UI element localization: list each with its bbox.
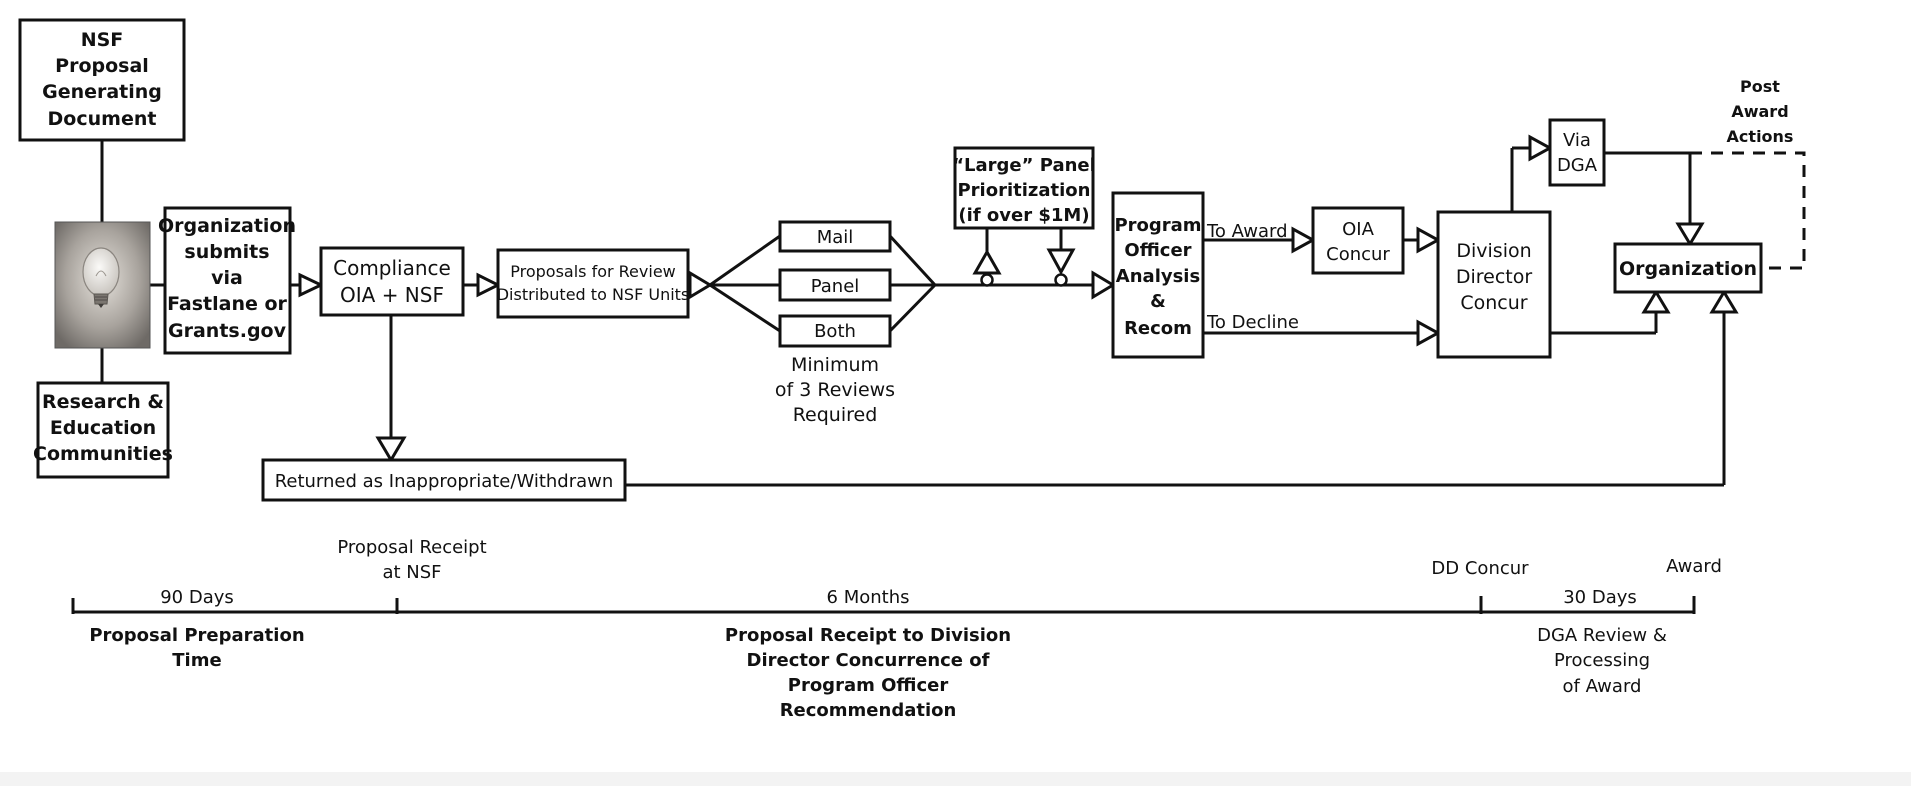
nsf-doc-line-2: Proposal — [55, 55, 149, 77]
arrow-up-into-organization-right — [1709, 289, 1739, 314]
research-line-3: Communities — [33, 443, 173, 465]
research-line-1: Research & — [42, 391, 164, 413]
dga-review-line-2: Processing — [1554, 650, 1650, 671]
dga-review-line-3: of Award — [1563, 676, 1642, 697]
post-award-line-1: Post — [1740, 77, 1780, 96]
to-award-label: To Award — [1206, 221, 1288, 242]
org-submits-line-3: via — [211, 267, 243, 289]
prep-time-line-2: Time — [172, 650, 221, 671]
dd-concur-label: DD Concur — [1431, 558, 1529, 579]
review-mail-node: Mail — [778, 220, 892, 253]
organization-label: Organization — [1619, 258, 1757, 280]
returned-withdrawn-node: Returned as Inappropriate/Withdrawn — [261, 458, 627, 502]
program-officer-line-1: Program — [1114, 215, 1201, 236]
junction-circle-1 — [980, 273, 994, 287]
arrow-into-distributed — [476, 272, 502, 298]
large-panel-line-3: (if over $1M) — [958, 205, 1089, 226]
proposals-distributed-node: Proposals for Review Distributed to NSF … — [496, 248, 690, 319]
arrow-into-program-officer — [1091, 270, 1116, 300]
arrowheads — [298, 134, 1739, 463]
dga-review-line-1: DGA Review & — [1537, 625, 1667, 646]
distributed-line-1: Proposals for Review — [510, 262, 676, 281]
org-submits-line-4: Fastlane or — [167, 293, 287, 315]
large-panel-line-2: Prioritization — [957, 180, 1090, 201]
arrow-down-into-organization — [1675, 222, 1705, 247]
duration-90-days: 90 Days — [160, 587, 234, 608]
org-submits-line-1: Organization — [158, 215, 296, 237]
post-award-actions-label: Post Award Actions — [1727, 77, 1794, 146]
program-officer-line-2: Officer — [1124, 240, 1191, 261]
arrow-into-via-dga — [1528, 134, 1554, 162]
review-both-node: Both — [778, 314, 892, 348]
research-education-communities-node: Research & Education Communities — [33, 381, 173, 479]
compliance-node: Compliance OIA + NSF — [319, 246, 465, 317]
arrow-into-returned — [375, 436, 407, 463]
mail-label: Mail — [817, 227, 854, 248]
min-reviews-line-3: Required — [793, 404, 878, 426]
arrow-up-into-organization-left — [1641, 289, 1671, 314]
via-dga-line-1: Via — [1563, 130, 1591, 151]
min-reviews-line-1: Minimum — [791, 354, 879, 376]
arrow-into-oia-concur — [1291, 226, 1317, 254]
bottom-page-band — [0, 772, 1911, 786]
division-director-line-2: Director — [1456, 266, 1533, 288]
receipt-to-dd-line-3: Program Officer — [788, 675, 949, 696]
organization-node: Organization — [1613, 242, 1763, 294]
arrow-into-compliance — [298, 272, 325, 298]
via-dga-node: Via DGA — [1548, 118, 1606, 187]
award-label: Award — [1666, 556, 1722, 577]
post-award-line-3: Actions — [1727, 127, 1794, 146]
via-dga-line-2: DGA — [1557, 155, 1598, 176]
nsf-doc-line-1: NSF — [81, 29, 124, 51]
nsf-doc-line-4: Document — [48, 108, 157, 130]
nsf-doc-line-3: Generating — [42, 81, 162, 103]
proposal-receipt-line-1: Proposal Receipt — [337, 537, 486, 558]
distributed-line-2: Distributed to NSF Units — [497, 285, 690, 304]
receipt-to-dd-line-4: Recommendation — [780, 700, 957, 721]
receipt-to-dd-line-2: Director Concurrence of — [747, 650, 990, 671]
duration-6-months: 6 Months — [827, 587, 910, 608]
post-award-line-2: Award — [1731, 102, 1788, 121]
division-director-concur-node: Division Director Concur — [1436, 210, 1552, 359]
down-triangle-large-panel — [1046, 248, 1076, 276]
arrow-decline-into-division — [1416, 319, 1442, 347]
oia-concur-node: OIA Concur — [1311, 206, 1405, 275]
minimum-reviews-note: Minimum of 3 Reviews Required — [775, 354, 895, 426]
compliance-line-2: OIA + NSF — [340, 283, 444, 307]
prep-time-line-1: Proposal Preparation — [89, 625, 304, 646]
proposal-receipt-line-2: at NSF — [382, 562, 441, 583]
nsf-proposal-document-node: NSF Proposal Generating Document — [18, 18, 186, 142]
split-triangle — [688, 270, 713, 300]
division-director-line-1: Division — [1456, 240, 1531, 262]
org-submits-line-2: submits — [184, 241, 269, 263]
min-reviews-line-2: of 3 Reviews — [775, 379, 895, 401]
panel-label: Panel — [811, 276, 860, 297]
timeline: Proposal Receipt at NSF DD Concur Award … — [71, 537, 1722, 721]
oia-concur-line-2: Concur — [1326, 244, 1390, 265]
large-panel-line-1: “Large” Panel — [952, 155, 1096, 176]
up-triangle-large-panel — [972, 248, 1002, 275]
org-submits-line-5: Grants.gov — [168, 320, 287, 342]
both-label: Both — [814, 321, 856, 342]
duration-30-days: 30 Days — [1563, 587, 1637, 608]
review-panel-node: Panel — [778, 268, 892, 302]
program-officer-line-4: & — [1150, 291, 1166, 312]
organization-submits-node: Organization submits via Fastlane or Gra… — [158, 206, 296, 355]
large-panel-prioritization-node: “Large” Panel Prioritization (if over $1… — [952, 146, 1096, 230]
compliance-line-1: Compliance — [333, 256, 451, 280]
oia-concur-line-1: OIA — [1342, 219, 1374, 240]
to-decline-label: To Decline — [1206, 312, 1299, 333]
connector-lines — [100, 140, 1806, 487]
program-officer-line-5: Recom — [1124, 318, 1192, 339]
lightbulb-photo-icon — [54, 221, 151, 349]
program-officer-node: Program Officer Analysis & Recom — [1111, 191, 1205, 359]
division-director-line-3: Concur — [1460, 292, 1527, 314]
returned-label: Returned as Inappropriate/Withdrawn — [275, 471, 614, 492]
receipt-to-dd-line-1: Proposal Receipt to Division — [725, 625, 1011, 646]
program-officer-line-3: Analysis — [1116, 266, 1200, 287]
research-line-2: Education — [50, 417, 156, 439]
arrow-into-division-concur — [1416, 226, 1442, 254]
junction-circle-2 — [1054, 273, 1068, 287]
